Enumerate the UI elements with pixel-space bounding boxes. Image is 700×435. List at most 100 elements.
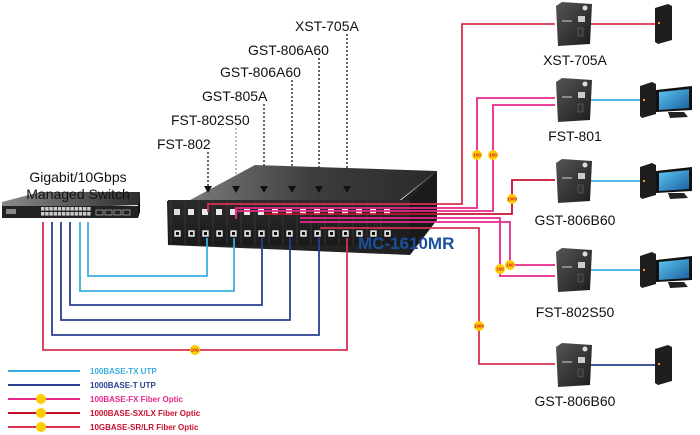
switch-port (78, 207, 83, 211)
slot-label-fst-802: FST-802 (157, 136, 211, 152)
chassis-top (190, 165, 437, 200)
cable-1000base-t-2 (60, 222, 291, 321)
switch-port (78, 212, 83, 216)
chassis-port-upper (328, 209, 334, 215)
speed-badge-fx: 100 (505, 260, 515, 270)
legend-label: 100BASE-TX UTP (90, 366, 157, 376)
media-converter-fst-802s50 (556, 248, 592, 292)
chassis-port-upper (258, 209, 264, 215)
legend: 100BASE-TX UTP 1000BASE-T UTP 100BASE-FX… (8, 364, 200, 434)
badge-icon (36, 422, 46, 432)
slot-label-gst-806a60-b: GST-806A60 (248, 42, 329, 58)
switch-port (53, 207, 57, 211)
speed-badge-sx: 1000 (474, 321, 485, 331)
switch-port (74, 212, 78, 216)
switch-sfp-port (104, 209, 113, 216)
legend-label: 10GBASE-SR/LR Fiber Optic (90, 422, 199, 432)
chassis-label: MC-1610MR (358, 234, 455, 253)
chassis-port-upper (202, 209, 208, 215)
legend-item-100base-fx: 100BASE-FX Fiber Optic (8, 392, 200, 406)
managed-switch (2, 192, 140, 218)
switch-label-line2: Managed Switch (26, 186, 130, 202)
fiber-xst-705a (207, 23, 555, 212)
speed-badge-fx: 100 (495, 264, 505, 274)
svg-text:100: 100 (489, 153, 497, 158)
arrow-heads (204, 186, 351, 193)
switch-port (62, 207, 66, 211)
chassis-port-upper (230, 209, 236, 215)
chassis-port-upper (384, 209, 390, 215)
remote-label-fst-801: FST-801 (548, 128, 602, 144)
switch-port (45, 207, 49, 211)
switch-port (87, 207, 91, 211)
media-converter-xst-705a (556, 2, 592, 46)
cable-100base-tx-2 (79, 222, 235, 292)
svg-text:1000: 1000 (507, 197, 518, 202)
switch-port (41, 207, 45, 211)
media-converter-gst-806b60-a (556, 159, 592, 203)
remote-label-gst-806b60-b: GST-806B60 (534, 393, 616, 409)
speed-badge-fx: 100 (488, 150, 498, 160)
chassis-port-upper (314, 209, 320, 215)
legend-item-100base-tx: 100BASE-TX UTP (8, 364, 200, 378)
switch-port (41, 212, 45, 216)
server-tower-icon (655, 4, 672, 44)
legend-label: 1000BASE-T UTP (90, 380, 156, 390)
fiber-gst-806b60-b (320, 227, 555, 365)
svg-text:100: 100 (473, 153, 481, 158)
switch-port (70, 212, 74, 216)
switch-port (70, 207, 74, 211)
remote-label-xst-705a: XST-705A (543, 52, 607, 68)
switch-sfp-port (122, 209, 131, 216)
badge-icon (36, 408, 46, 418)
fiber-fst-802s50-b (300, 221, 555, 266)
switch-label-line1: Gigabit/10Gbps (29, 169, 127, 185)
switch-port (49, 212, 53, 216)
chassis-port-upper (188, 209, 194, 215)
media-converter-gst-806b60-b (556, 343, 592, 387)
switch-port (74, 207, 78, 211)
switch-port (83, 212, 87, 216)
legend-item-1000base-sx: 1000BASE-SX/LX Fiber Optic (8, 406, 200, 420)
slot-label-gst-806a60-a: GST-806A60 (220, 64, 301, 80)
desktop-pc-icon (640, 252, 692, 288)
remote-devices (556, 2, 692, 387)
legend-item-1000base-t: 1000BASE-T UTP (8, 378, 200, 392)
media-converter-fst-801 (556, 78, 592, 122)
slot-label-xst-705a: XST-705A (295, 18, 359, 34)
switch-port (83, 207, 87, 211)
chassis-port-upper (216, 209, 222, 215)
fiber-fst-802s50-a (300, 217, 555, 277)
cable-1000base-t-3 (51, 222, 320, 336)
badge-icon (36, 394, 46, 404)
chassis-port-upper (272, 209, 278, 215)
slot-label-fst-802s50: FST-802S50 (171, 112, 250, 128)
switch-port (53, 212, 57, 216)
chassis-port-upper (286, 209, 292, 215)
switch-port (57, 212, 62, 216)
switch-sfp-port (95, 209, 104, 216)
legend-label: 1000BASE-SX/LX Fiber Optic (90, 408, 201, 418)
desktop-pc-icon (640, 163, 692, 199)
remote-label-fst-802s50: FST-802S50 (535, 304, 615, 320)
switch-port (66, 207, 70, 211)
legend-label: 100BASE-FX Fiber Optic (90, 394, 183, 404)
chassis-port-upper (244, 209, 250, 215)
chassis-port-upper (174, 209, 180, 215)
switch-port (45, 212, 49, 216)
svg-text:100: 100 (506, 263, 514, 268)
endpoint-cables (590, 23, 655, 366)
svg-text:10G: 10G (191, 348, 200, 353)
legend-item-10gbase-sr: 10GBASE-SR/LR Fiber Optic (8, 420, 200, 434)
speed-badge-sr: 10G (190, 345, 200, 355)
switch-port (57, 207, 62, 211)
remote-label-gst-806b60-a: GST-806B60 (534, 212, 616, 228)
fiber-fst-801-b (235, 104, 555, 219)
server-tower-icon (655, 345, 672, 385)
switch-port (66, 212, 70, 216)
chassis-port-upper (342, 209, 348, 215)
switch-port (62, 212, 66, 216)
